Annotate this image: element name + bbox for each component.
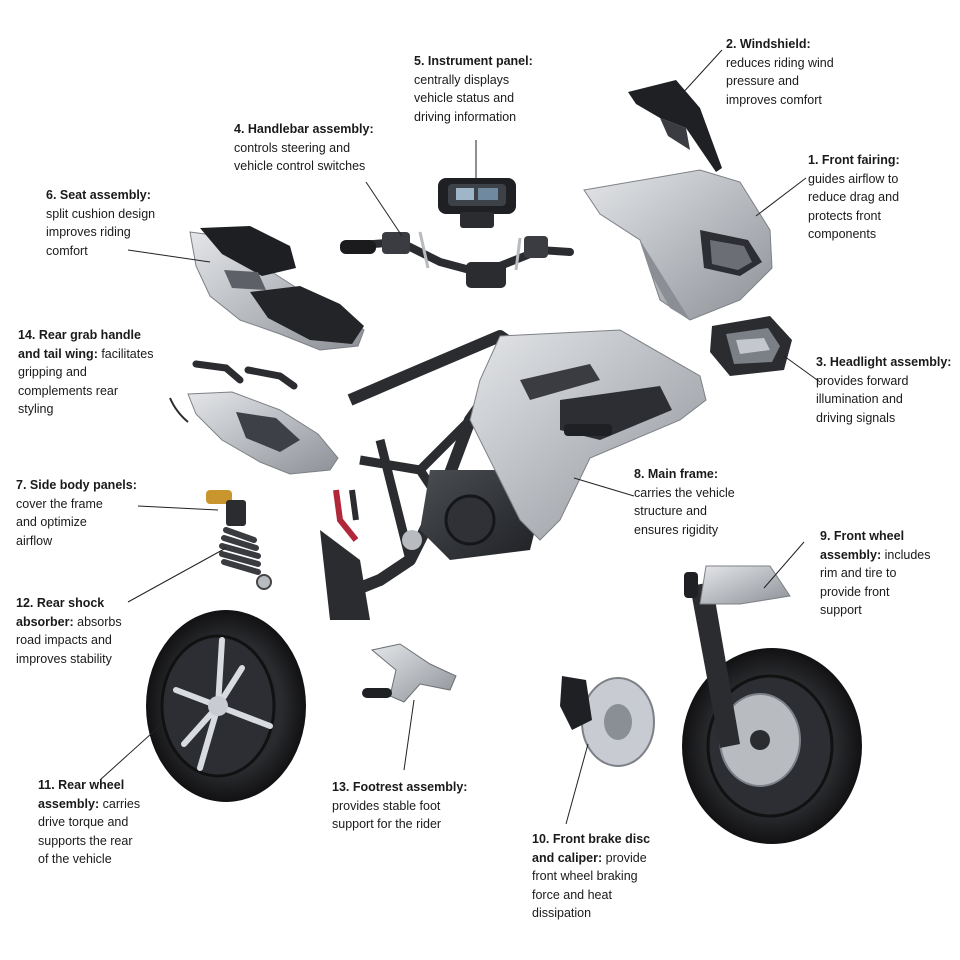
rear-shock-part (206, 490, 272, 590)
label-headlight-assembly: 3. Headlight assembly: provides forward … (816, 355, 952, 425)
main-frame-part (320, 329, 707, 620)
label-rear-grab-handle: 14. Rear grab handle and tail wing: faci… (18, 328, 154, 416)
label-rear-shock: 12. Rear shock absorber: absorbs road im… (16, 596, 122, 666)
front-brake-part (560, 676, 655, 767)
label-front-wheel: 9. Front wheel assembly: includes rim an… (820, 529, 931, 617)
handlebar-part (340, 231, 574, 288)
label-front-fairing: 1. Front fairing: guides airflow to redu… (808, 153, 900, 241)
grab-handle-part (192, 360, 298, 390)
tail-wing-part (169, 391, 339, 475)
rear-wheel-part (146, 610, 306, 802)
front-fairing-part (583, 169, 773, 321)
label-handlebar-assembly: 4. Handlebar assembly: controls steering… (234, 122, 374, 173)
label-side-body-panels: 7. Side body panels: cover the frame and… (16, 478, 137, 548)
front-wheel-part (682, 565, 862, 844)
headlight-part (710, 316, 792, 376)
label-rear-wheel: 11. Rear wheel assembly: carries drive t… (38, 778, 141, 866)
seat-part (189, 226, 365, 351)
label-main-frame: 8. Main frame: carries the vehicle struc… (634, 467, 735, 537)
windshield-part (628, 80, 722, 172)
footrest-part (362, 643, 457, 703)
label-footrest-assembly: 13. Footrest assembly: provides stable f… (332, 780, 468, 831)
label-instrument-panel: 5. Instrument panel: centrally displays … (414, 54, 533, 124)
instrument-panel-part (438, 140, 516, 228)
leader-lines (99, 49, 821, 825)
label-seat-assembly: 6. Seat assembly: split cushion design i… (46, 188, 156, 258)
label-front-brake: 10. Front brake disc and caliper: provid… (532, 832, 651, 920)
side-body-panel-part (469, 329, 707, 541)
label-windshield: 2. Windshield: reduces riding wind press… (726, 37, 834, 107)
